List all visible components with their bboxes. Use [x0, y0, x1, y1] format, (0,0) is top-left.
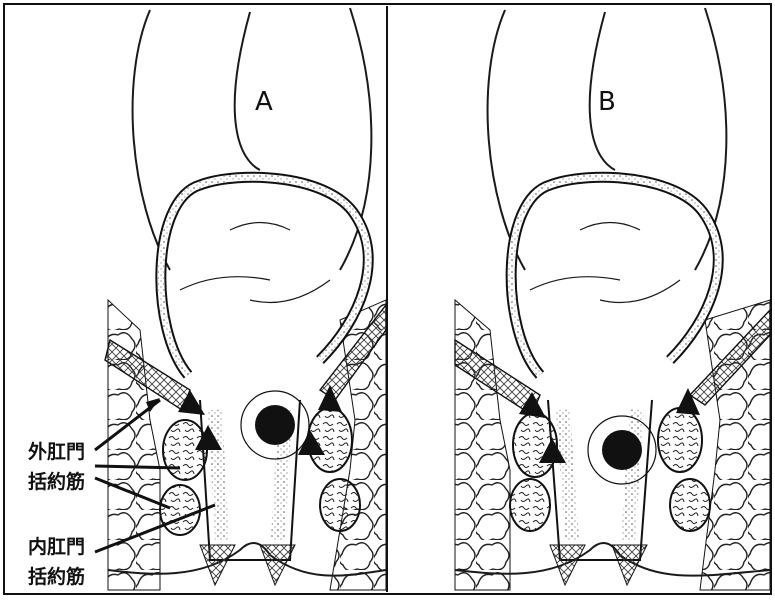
panel-b-internal-sphincter-right	[628, 410, 637, 540]
internal-sphincter-label-line1: 内肛門	[28, 535, 85, 558]
panel-a: A	[105, 8, 386, 590]
panel-b-stool-bolus	[602, 430, 642, 470]
panel-a-external-sphincter-left-lower	[160, 485, 200, 535]
panel-b-rectal-folds	[530, 223, 680, 303]
panel-b: B	[455, 8, 770, 590]
external-sphincter-label-line2: 括約筋	[28, 470, 85, 493]
panel-b-fat-left	[455, 300, 510, 590]
internal-sphincter-label-line2: 括約筋	[28, 565, 85, 588]
panel-b-external-sphincter-right-upper	[658, 408, 702, 472]
panel-b-label: B	[598, 87, 616, 117]
panel-a-anoderm	[200, 545, 295, 585]
external-sphincter-label-line1: 外肛門	[28, 440, 85, 463]
panel-a-label: A	[255, 87, 273, 117]
panel-a-rectum-wall-mucosa	[161, 177, 368, 375]
panel-b-external-sphincter-left-lower	[510, 479, 550, 531]
panel-a-external-sphincter-right-lower	[320, 479, 360, 531]
panel-b-anoderm	[550, 545, 647, 585]
panel-a-internal-sphincter-left	[215, 410, 222, 540]
panel-b-external-sphincter-right-lower	[670, 479, 710, 531]
panel-b-internal-sphincter-left	[563, 410, 572, 540]
panel-a-rectal-folds	[180, 223, 330, 303]
panel-a-stool-bolus	[255, 405, 295, 445]
panel-b-rectum-wall-mucosa	[511, 177, 718, 375]
external-sphincter-leader-2	[95, 466, 180, 468]
